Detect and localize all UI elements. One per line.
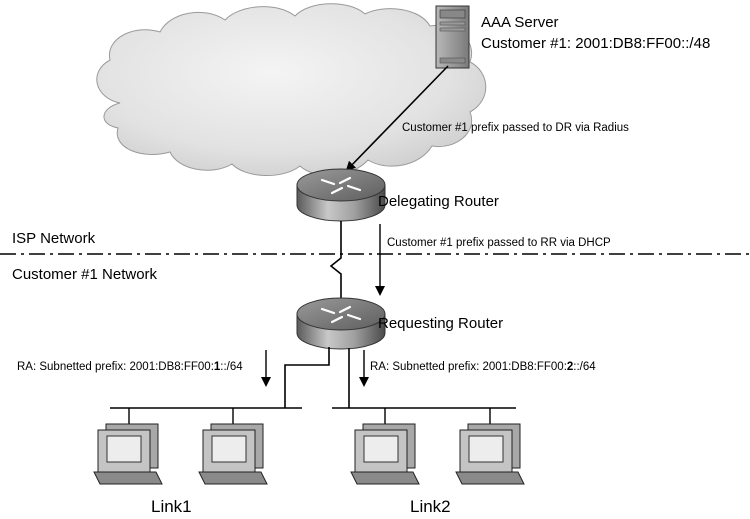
isp-network-label: ISP Network	[12, 230, 96, 247]
workstation-icon	[455, 423, 525, 485]
aaa-server-title: AAA Server	[481, 14, 559, 31]
aaa-server-icon	[435, 5, 470, 69]
requesting-router-label: Requesting Router	[378, 315, 503, 332]
workstation-icon	[93, 423, 163, 485]
workstation-icon	[350, 423, 420, 485]
link1-label: Link1	[151, 497, 192, 516]
delegating-router-icon	[296, 168, 386, 222]
isp-cloud	[96, 3, 487, 177]
workstation-icon	[198, 423, 268, 485]
arrow-aaa-to-dr	[345, 65, 449, 172]
arrow-label-radius: Customer #1 prefix passed to DR via Radi…	[402, 122, 629, 134]
ra-prefix-link2: RA: Subnetted prefix: 2001:DB8:FF00:2::/…	[370, 361, 596, 373]
ra-prefix-link1: RA: Subnetted prefix: 2001:DB8:FF00:1::/…	[17, 361, 243, 373]
workstation-drop-lines	[128, 408, 491, 425]
link1-drop-cable	[284, 347, 330, 408]
aaa-server-prefix: Customer #1: 2001:DB8:FF00::/48	[481, 35, 710, 52]
link2-label: Link2	[410, 497, 451, 516]
delegating-router-label: Delegating Router	[378, 193, 499, 210]
arrow-label-dhcp: Customer #1 prefix passed to RR via DHCP	[387, 237, 611, 249]
customer-network-label: Customer #1 Network	[12, 266, 158, 283]
serial-link	[329, 221, 342, 302]
requesting-router-icon	[296, 297, 386, 350]
